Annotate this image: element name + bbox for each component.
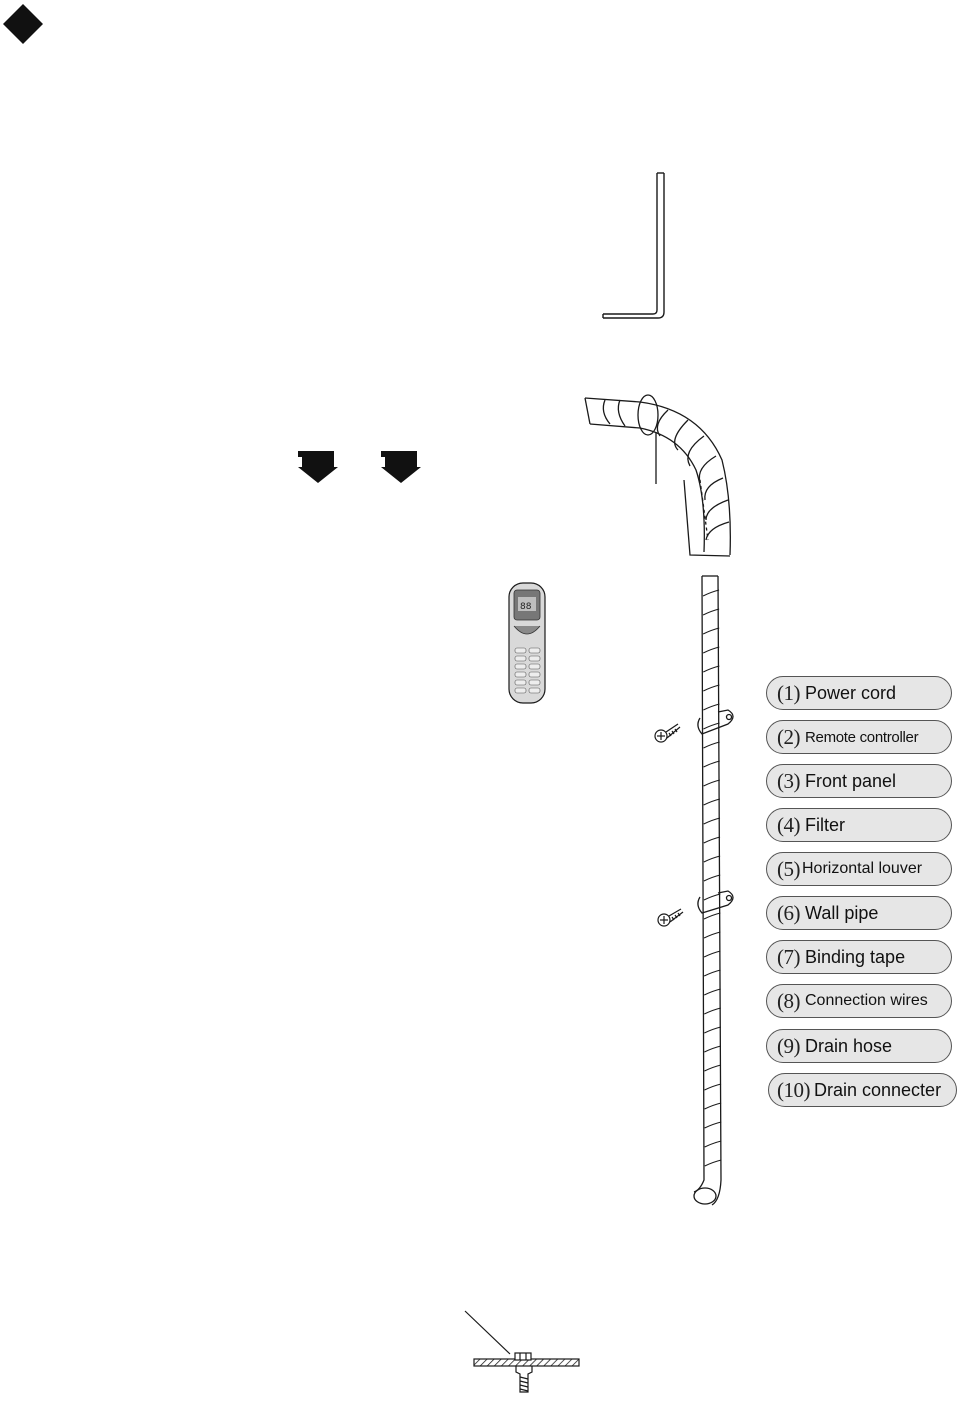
- screw: [657, 908, 684, 927]
- legend-number: (6): [777, 900, 801, 925]
- legend-number: (4): [777, 812, 801, 837]
- legend-label: Front panel: [805, 770, 897, 791]
- hose-tape-wraps: [702, 589, 722, 1167]
- legend-label: Binding tape: [805, 946, 906, 967]
- down-arrow-icon: [298, 451, 338, 483]
- legend-label: Wall pipe: [805, 902, 879, 923]
- legend-number: (9): [777, 1033, 801, 1058]
- legend-label: Horizontal louver: [802, 860, 923, 877]
- svg-text:88: 88: [520, 602, 532, 612]
- legend-number: (5): [777, 856, 801, 881]
- down-arrow-icon: [381, 451, 421, 483]
- legend-label: Power cord: [805, 682, 897, 703]
- legend-item-horizontal-louver: (5) Horizontal louver: [766, 852, 952, 886]
- legend-number: (10): [777, 1077, 811, 1102]
- legend-label: Drain hose: [805, 1035, 893, 1056]
- legend-item-power-cord: (1) Power cord: [766, 676, 952, 710]
- legend-number: (3): [777, 768, 801, 793]
- legend-label: Drain connecter: [814, 1079, 942, 1100]
- legend-item-connection-wires: (8) Connection wires: [766, 984, 952, 1018]
- legend-item-filter: (4) Filter: [766, 808, 952, 842]
- legend-number: (1): [777, 680, 801, 705]
- pipe-clamp: [697, 709, 734, 914]
- legend-item-remote-controller: (2) Remote controller: [766, 720, 952, 754]
- legend-number: (2): [777, 724, 801, 749]
- drain-hose: [693, 575, 722, 1206]
- remote-controller-illustration: 88: [508, 582, 546, 704]
- hex-wrench: [602, 172, 665, 319]
- legend-item-drain-hose: (9) Drain hose: [766, 1029, 952, 1063]
- diamond-icon: [3, 4, 43, 44]
- bent-pipe: [584, 394, 731, 557]
- legend-item-front-panel: (3) Front panel: [766, 764, 952, 798]
- legend-number: (7): [777, 944, 801, 969]
- legend-number: (8): [777, 988, 801, 1013]
- legend-item-drain-connecter: (10) Drain connecter: [768, 1073, 957, 1107]
- legend-label: Filter: [805, 814, 845, 835]
- legend-label: Connection wires: [805, 992, 928, 1009]
- screw: [654, 723, 681, 743]
- legend-label: Remote controller: [805, 728, 919, 746]
- fastener-detail: [464, 1310, 580, 1393]
- legend-item-wall-pipe: (6) Wall pipe: [766, 896, 952, 930]
- legend-item-binding-tape: (7) Binding tape: [766, 940, 952, 974]
